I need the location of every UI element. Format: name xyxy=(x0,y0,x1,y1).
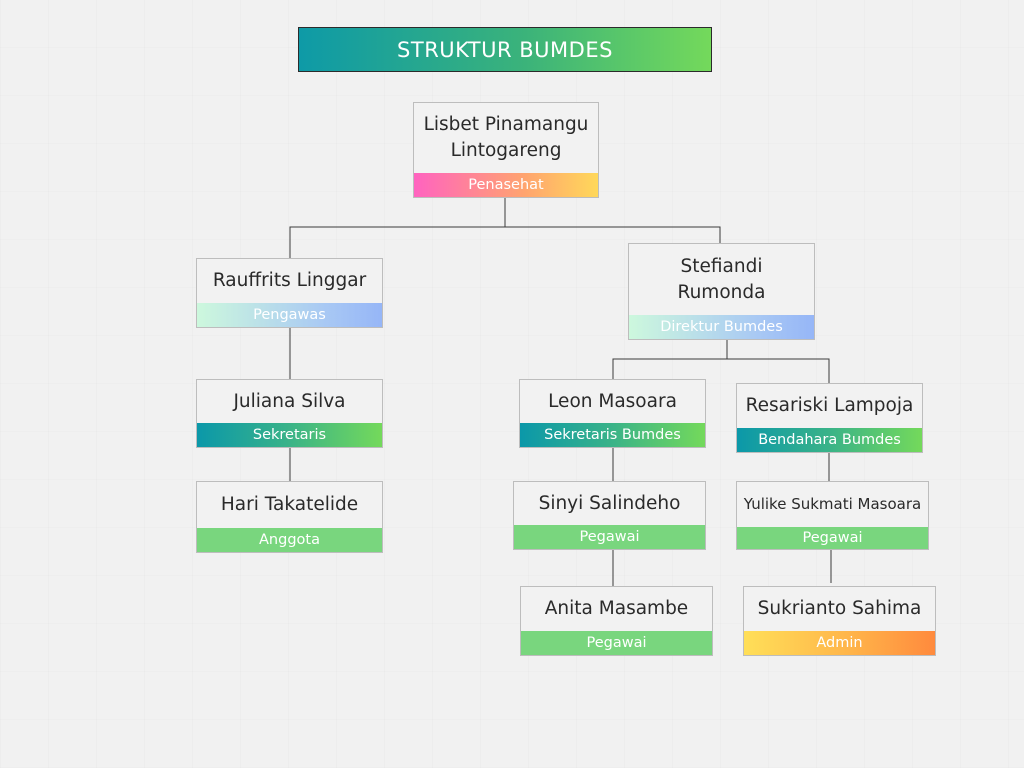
member-name: Leon Masoara xyxy=(548,390,677,412)
member-name: Anita Masambe xyxy=(544,598,689,619)
org-card-pegawai-3: Anita Masambe Pegawai xyxy=(520,586,713,656)
member-name: Yulike Sukmati Masoara xyxy=(743,495,922,513)
org-card-penasehat: Lisbet Pinamangu Lintogareng Penasehat xyxy=(413,102,599,198)
org-card-direktur: Stefiandi Rumonda Direktur Bumdes xyxy=(628,243,815,340)
org-card-bendahara: Resariski Lampoja Bendahara Bumdes xyxy=(736,383,923,453)
role-badge: Sekretaris Bumdes xyxy=(520,423,705,447)
org-card-admin: Sukrianto Sahima Admin xyxy=(743,586,936,656)
org-card-pegawai-2: Yulike Sukmati Masoara Pegawai xyxy=(736,481,929,550)
member-name: Resariski Lampoja xyxy=(745,395,914,416)
org-card-sekretaris: Juliana Silva Sekretaris xyxy=(196,379,383,448)
role-badge: Bendahara Bumdes xyxy=(737,428,922,452)
member-name: Stefiandi Rumonda xyxy=(677,255,766,303)
member-name: Hari Takatelide xyxy=(220,494,359,515)
role-badge: Sekretaris xyxy=(197,423,382,447)
role-badge: Pengawas xyxy=(197,303,382,327)
page-title: STRUKTUR BUMDES xyxy=(298,27,712,72)
org-card-pengawas: Rauffrits Linggar Pengawas xyxy=(196,258,383,328)
org-card-pegawai-1: Sinyi Salindeho Pegawai xyxy=(513,481,706,550)
member-name: Sukrianto Sahima xyxy=(757,598,922,619)
role-badge: Direktur Bumdes xyxy=(629,315,814,339)
org-card-anggota: Hari Takatelide Anggota xyxy=(196,481,383,553)
member-name: Rauffrits Linggar xyxy=(212,270,367,291)
member-name: Juliana Silva xyxy=(233,390,346,412)
role-badge: Pegawai xyxy=(521,631,712,655)
role-badge: Admin xyxy=(744,631,935,655)
role-badge: Pegawai xyxy=(514,525,705,549)
role-badge: Penasehat xyxy=(414,173,598,197)
connector-penasehat xyxy=(289,198,721,258)
org-card-sekretaris-bumdes: Leon Masoara Sekretaris Bumdes xyxy=(519,379,706,448)
member-name: Sinyi Salindeho xyxy=(538,492,681,514)
connector-direktur xyxy=(612,340,830,383)
role-badge: Pegawai xyxy=(737,527,928,549)
member-name: Lisbet Pinamangu Lintogareng xyxy=(423,114,589,161)
role-badge: Anggota xyxy=(197,528,382,552)
